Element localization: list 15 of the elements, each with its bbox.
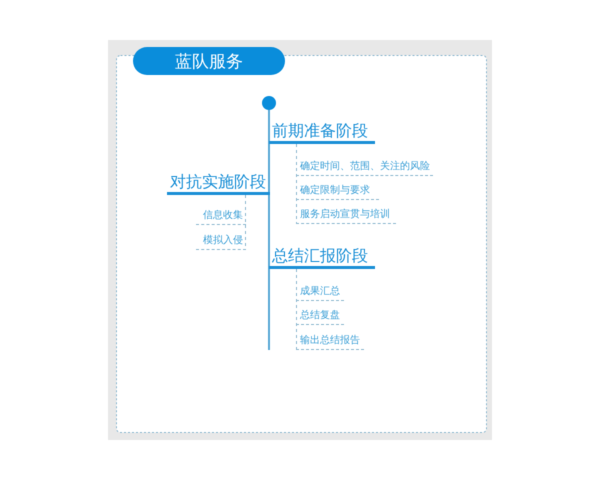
title-pill: 蓝队服务 <box>133 47 285 75</box>
connector-line <box>268 110 270 269</box>
stage-heading: 总结汇报阶段 <box>269 246 375 269</box>
stage-heading: 对抗实施阶段 <box>167 172 270 195</box>
task-item: 模拟入侵 <box>196 234 246 250</box>
task-item: 确定限制与要求 <box>296 184 379 200</box>
task-item: 总结复盘 <box>296 309 344 325</box>
dashed-connector <box>296 144 297 224</box>
task-item: 成果汇总 <box>296 285 344 301</box>
stage-heading: 前期准备阶段 <box>269 121 375 144</box>
task-item: 确定时间、范围、关注的风险 <box>296 160 433 176</box>
dashed-connector <box>296 268 297 350</box>
task-item: 信息收集 <box>196 209 246 225</box>
task-item: 服务启动宣贯与培训 <box>296 208 396 224</box>
task-item: 输出总结报告 <box>296 334 364 350</box>
